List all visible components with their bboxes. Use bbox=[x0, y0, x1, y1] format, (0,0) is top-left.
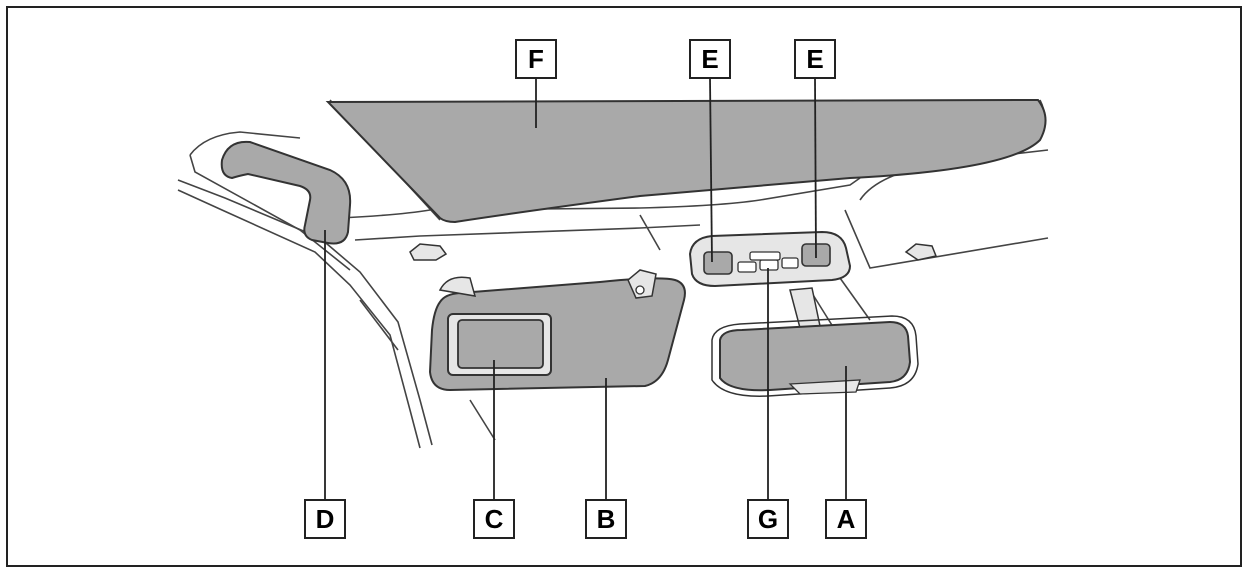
callout-E-left: E bbox=[690, 40, 730, 78]
callout-B: B bbox=[586, 500, 626, 538]
console-switch-1 bbox=[738, 262, 756, 272]
callout-F: F bbox=[516, 40, 556, 78]
callout-label-D: D bbox=[316, 504, 335, 534]
callout-label-E-left: E bbox=[701, 44, 718, 74]
console-switch-4 bbox=[750, 252, 780, 260]
callout-G: G bbox=[748, 500, 788, 538]
console-switch-3 bbox=[782, 258, 798, 268]
rear-view-mirror bbox=[720, 322, 910, 390]
callout-label-G: G bbox=[758, 504, 778, 534]
callout-A: A bbox=[826, 500, 866, 538]
callout-label-B: B bbox=[597, 504, 616, 534]
callout-label-C: C bbox=[485, 504, 504, 534]
callout-label-E-right: E bbox=[806, 44, 823, 74]
interior-light-left bbox=[704, 252, 732, 274]
console-switch-2 bbox=[760, 260, 778, 270]
callout-label-A: A bbox=[837, 504, 856, 534]
callout-E-right: E bbox=[795, 40, 835, 78]
vanity-mirror bbox=[458, 320, 543, 368]
callout-D: D bbox=[305, 500, 345, 538]
callout-label-F: F bbox=[528, 44, 544, 74]
callout-C: C bbox=[474, 500, 514, 538]
visor-hinge-pin bbox=[636, 286, 644, 294]
